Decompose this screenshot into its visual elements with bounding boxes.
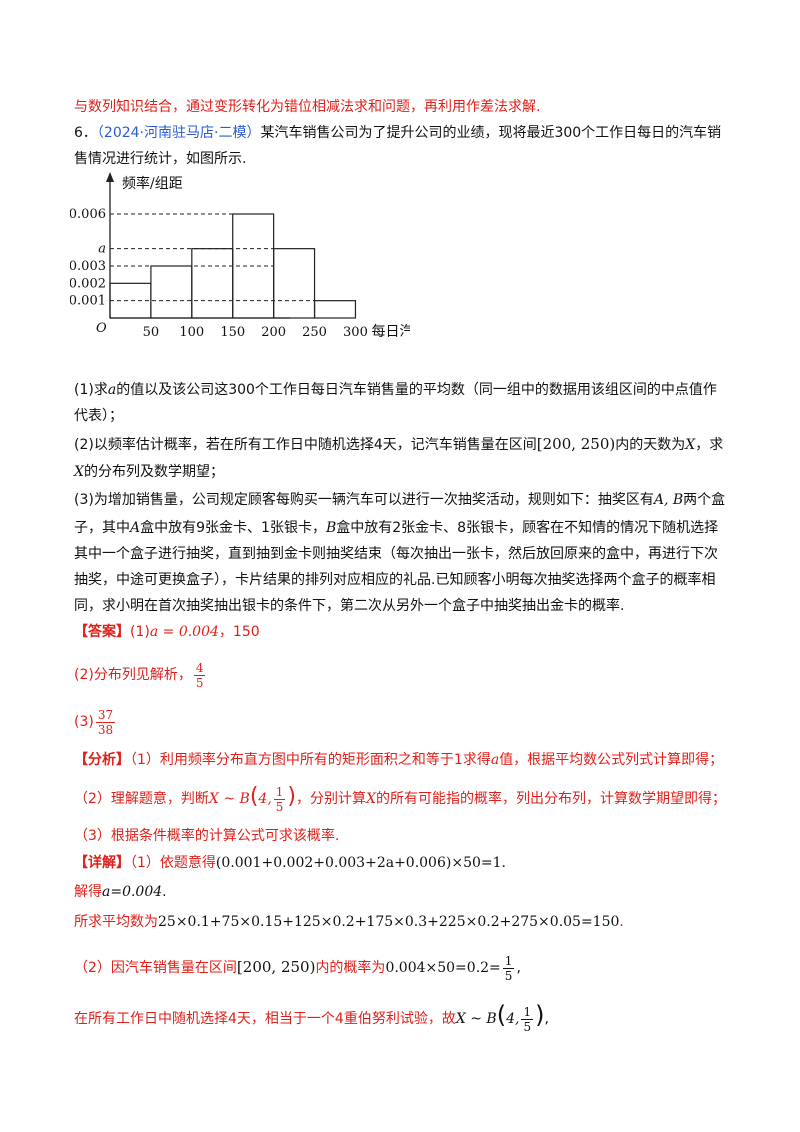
x-tick-label-0: 50 [143,325,160,340]
part1-line-1: (1)求a的值以及该公司这300个工作日每日汽车销售量的平均数（同一组中的数据用… [74,382,717,398]
x-tick-label-2: 150 [220,325,245,340]
part2-line-2: X的分布列及数学期望； [74,464,224,480]
y-tick-label-2: 0.003 [70,259,106,274]
x-tick-label-4: 250 [302,325,327,340]
detail-line-4: （2）因汽车销售量在区间[200, 250)内的概率为0.004×50=0.2=… [74,953,521,983]
answer-tag: 【答案】 [74,624,130,640]
x-axis-label: 每日汽车销售量/辆 [371,323,410,340]
question-line-1: 6．（2024·河南驻马店·二模）某汽车销售公司为了提升公司的业绩，现将最近30… [74,125,722,141]
y-axis-arrow [106,172,114,182]
part3-line-4: 抽奖，中途可更换盒子），卡片结果的排列对应相应的礼品.已知顾客小明每次抽奖选择两… [74,572,716,588]
histogram-bar-2 [191,248,234,319]
analysis-line-1: 【分析】（1）利用频率分布直方图中所有的矩形面积之和等于1求得a值，根据平均数公… [74,752,724,768]
histogram-bar-1 [150,265,193,319]
question-line-2: 售情况进行统计，如图所示. [74,151,247,167]
y-tick-label-3: a [98,242,106,257]
detail-line-3: 所求平均数为25×0.1+75×0.15+125×0.2+175×0.3+225… [74,914,624,930]
detail-tag: 【详解】 [74,855,130,871]
detail-line-2: 解得a=0.004. [74,884,167,900]
analysis-line-3: （3）根据条件概率的计算公式可求该概率. [74,828,340,844]
part2-line-1: (2)以频率估计概率，若在所有工作日中随机选择4天，记汽车销售量在区间[200,… [74,435,724,453]
analysis-tag: 【分析】 [74,752,130,768]
x-tick-label-5: 300 [343,325,368,340]
part3-line-5: 同，求小明在首次抽奖抽出银卡的条件下，第二次从另外一个盒子中抽奖抽出金卡的概率. [74,598,625,614]
part3-line-2: 子，其中A盒中放有9张金卡、1张银卡，B盒中放有2张金卡、8张银卡，顾客在不知情… [74,520,719,536]
y-tick-label-4: 0.006 [70,207,106,222]
y-tick-label-1: 0.002 [70,276,106,291]
histogram-bar-5 [313,300,357,319]
histogram-chart: 0.001 0.002 0.003 a 0.006 50 100 150 200 250 300 O 频… [70,172,410,340]
answer-line-1: 【答案】(1)a = 0.004，150 [74,624,260,640]
origin-label: O [96,321,107,336]
detail-line-1: 【详解】（1）依题意得(0.001+0.002+0.003+2a+0.006)×… [74,855,506,871]
x-tick-label-1: 100 [179,325,204,340]
intro-line: 与数列知识结合，通过变形转化为错位相减法求和问题，再利用作差法求解. [74,99,541,115]
part1-line-2: 代表）； [74,408,123,424]
question-source: （2024·河南驻马店·二模） [96,125,261,141]
part3-line-3: 其中一个盒子进行抽奖，直到抽到金卡则抽奖结束（每次抽出一张卡，然后放回原来的盒中… [74,546,718,562]
x-tick-label-3: 200 [261,325,286,340]
y-axis-label: 频率/组距 [122,175,183,192]
part3-line-1: (3)为增加销售量，公司规定顾客每购买一辆汽车可以进行一次抽奖活动，规则如下：抽… [74,492,726,508]
histogram-bar-4 [273,248,316,319]
y-tick-label-0: 0.001 [70,294,106,309]
histogram-bar-0 [109,282,152,319]
